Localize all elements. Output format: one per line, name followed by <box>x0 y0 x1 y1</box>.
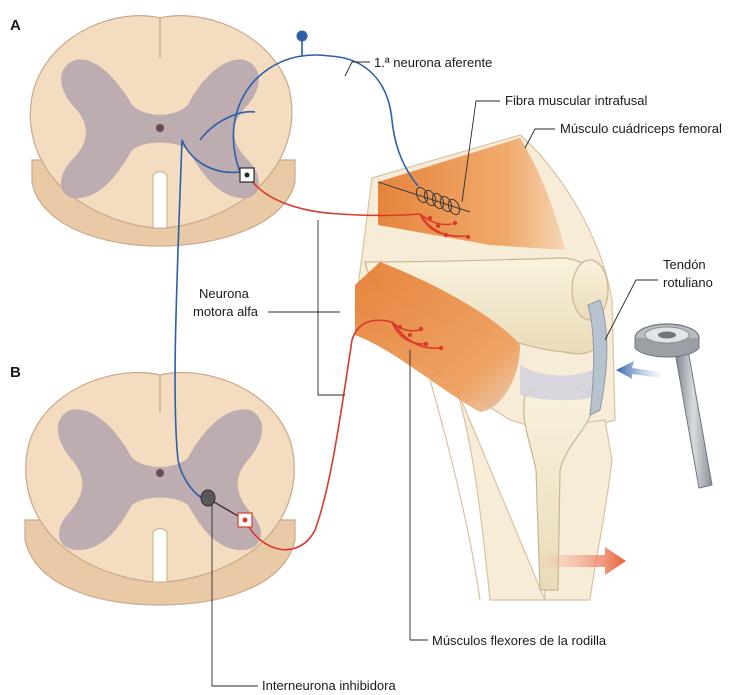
afferent-cell-body <box>297 31 308 42</box>
reflex-hammer <box>635 324 712 488</box>
panel-label-a: A <box>10 17 21 34</box>
label-tendon-line2: rotuliano <box>663 275 713 290</box>
synapse-a <box>240 168 254 182</box>
label-inhibitory-interneuron: Interneurona inhibidora <box>262 678 396 693</box>
spinal-cord-a <box>30 16 295 246</box>
label-tendon-line1: Tendón <box>663 257 706 272</box>
tap-arrow-blue <box>616 361 660 379</box>
label-flexor-muscles: Músculos flexores de la rodilla <box>432 633 607 648</box>
label-alpha-line2: motora alfa <box>193 304 259 319</box>
label-intrafusal-fiber: Fibra muscular intrafusal <box>505 93 647 108</box>
synapse-b <box>238 513 252 527</box>
spinal-cord-b <box>25 373 295 605</box>
central-canal-b <box>156 469 164 477</box>
central-canal-a <box>156 124 164 132</box>
label-quadriceps: Músculo cuádriceps femoral <box>560 121 722 136</box>
knee-leg-illustration <box>355 135 615 600</box>
label-alpha-line1: Neurona <box>199 286 250 301</box>
label-afferent-neuron: 1.ª neurona aferente <box>374 55 492 70</box>
panel-label-b: B <box>10 364 21 381</box>
